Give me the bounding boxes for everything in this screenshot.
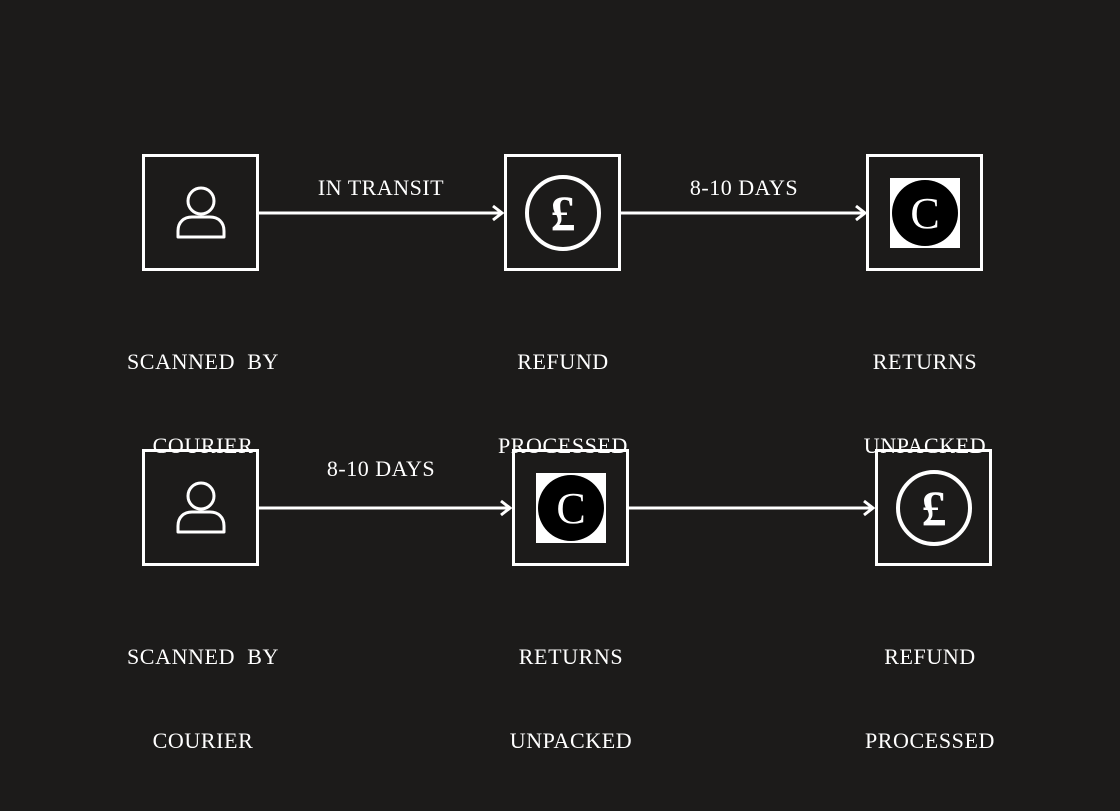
svg-text:C: C xyxy=(556,484,585,533)
svg-text:£: £ xyxy=(921,480,946,536)
c-circle-icon: C xyxy=(535,472,606,543)
flow1-arrow-1 xyxy=(259,201,505,225)
flow2-step3-box: £ xyxy=(875,449,992,566)
flow1-step1-label: SCANNED BY COURIER xyxy=(126,349,280,458)
flow2-step2-label: RETURNS UNPACKED xyxy=(509,644,633,753)
pound-coin-icon: £ xyxy=(524,174,601,251)
svg-text:C: C xyxy=(910,189,939,238)
flow1-connector2-label: 8-10 DAYS xyxy=(689,175,799,200)
flow2-step1-label: SCANNED BY COURIER xyxy=(126,644,280,753)
flow1-step2-box: £ xyxy=(504,154,621,271)
flow2-arrow-2 xyxy=(629,496,876,520)
pound-coin-icon: £ xyxy=(895,469,972,546)
flow2-connector1-label: 8-10 DAYS xyxy=(326,456,436,481)
c-circle-icon: C xyxy=(889,177,960,248)
flow2-step3-label: REFUND PROCESSED xyxy=(864,644,996,753)
flow1-step3-label: RETURNS UNPACKED xyxy=(863,349,987,458)
flow1-connector1-label: IN TRANSIT xyxy=(317,175,445,200)
person-icon xyxy=(176,186,225,238)
person-icon xyxy=(176,481,225,533)
flow1-arrow-2 xyxy=(621,201,868,225)
flow2-step1-box xyxy=(142,449,259,566)
svg-text:£: £ xyxy=(550,185,575,241)
flow2-arrow-1 xyxy=(259,496,513,520)
flow1-step2-label: REFUND PROCESSED xyxy=(497,349,629,458)
flow1-step1-box xyxy=(142,154,259,271)
flow2-step2-box: C xyxy=(512,449,629,566)
flow1-step3-box: C xyxy=(866,154,983,271)
